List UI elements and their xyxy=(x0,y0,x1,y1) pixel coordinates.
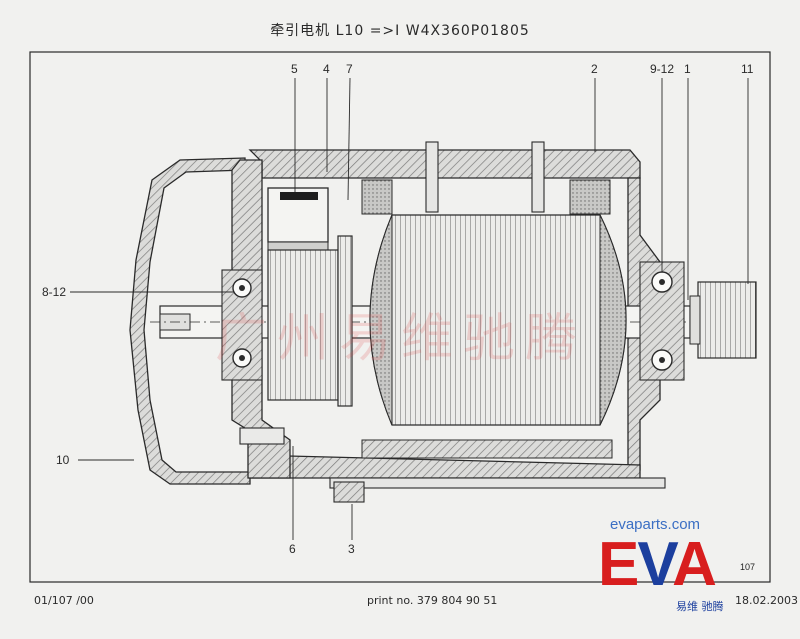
callout-9-12: 9-12 xyxy=(650,62,674,76)
footer-print-no: print no. 379 804 90 51 xyxy=(367,594,498,607)
housing-top xyxy=(248,149,641,179)
footer-date: 18.02.2003 xyxy=(735,594,798,607)
logo-mark-a: A xyxy=(672,530,717,599)
bolt-left xyxy=(425,141,439,213)
callout-6: 6 xyxy=(289,542,296,556)
brush xyxy=(280,192,318,200)
eva-logo: evaparts.com EVA 易维 驰腾 xyxy=(598,516,778,620)
mounting-rail xyxy=(329,477,666,489)
callout-11: 11 xyxy=(741,62,754,76)
armature-end-winding-left xyxy=(369,214,393,426)
logo-mark: EVA xyxy=(598,534,717,596)
callout-4: 4 xyxy=(323,62,330,76)
pulley xyxy=(697,281,757,359)
field-pole-right xyxy=(569,179,611,215)
callout-8-12: 8-12 xyxy=(42,285,66,299)
drawing-frame xyxy=(29,51,771,583)
callout-10: 10 xyxy=(56,453,70,467)
pulley-hub xyxy=(689,295,701,345)
commutator xyxy=(267,249,339,401)
logo-chinese-name: 易维 驰腾 xyxy=(676,600,724,613)
callout-2: 2 xyxy=(591,62,598,76)
callout-5: 5 xyxy=(291,62,298,76)
callout-1: 1 xyxy=(684,62,691,76)
drain-plug xyxy=(239,427,285,445)
callout-3: 3 xyxy=(348,542,355,556)
callout-7: 7 xyxy=(346,62,353,76)
armature-end-winding-right xyxy=(599,214,627,426)
watermark-text: 广州易维驰腾 xyxy=(215,309,588,369)
field-pole-left xyxy=(361,179,393,215)
commutator-riser xyxy=(337,235,353,407)
mounting-clip xyxy=(333,481,365,503)
logo-mark-e: E xyxy=(598,530,639,599)
footer-left: 01/107 /00 xyxy=(34,594,94,607)
logo-mark-v: V xyxy=(637,530,674,599)
logo-url: evaparts.com xyxy=(610,516,701,533)
drawing-title: 牵引电机 L10 =>I W4X360P01805 xyxy=(270,23,530,39)
page-code: 107 xyxy=(740,562,756,572)
field-pole-bottom xyxy=(361,439,613,459)
bolt-right xyxy=(531,141,545,213)
